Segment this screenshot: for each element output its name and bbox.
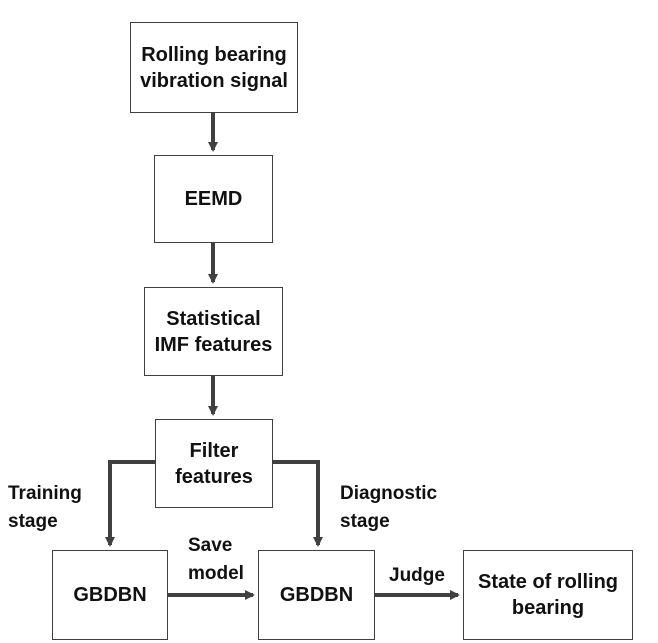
arrow-filter-to-training <box>105 460 155 547</box>
label-judge: Judge <box>389 565 445 586</box>
label-training-stage: Training stage <box>8 483 82 532</box>
node-gbdbn-diagnostic: GBDBN <box>258 550 375 640</box>
node-bearing-state: State of rolling bearing <box>463 550 633 640</box>
arrow-filter-to-diagnostic <box>273 460 323 547</box>
node-imf-features: Statistical IMF features <box>144 287 283 376</box>
label-save-model: Save model <box>188 535 244 584</box>
node-vibration-signal: Rolling bearing vibration signal <box>130 22 298 113</box>
node-filter-features: Filter features <box>155 419 273 508</box>
label-diagnostic-stage: Diagnostic stage <box>340 483 438 532</box>
node-gbdbn-training: GBDBN <box>52 550 168 640</box>
node-eemd: EEMD <box>154 155 273 243</box>
